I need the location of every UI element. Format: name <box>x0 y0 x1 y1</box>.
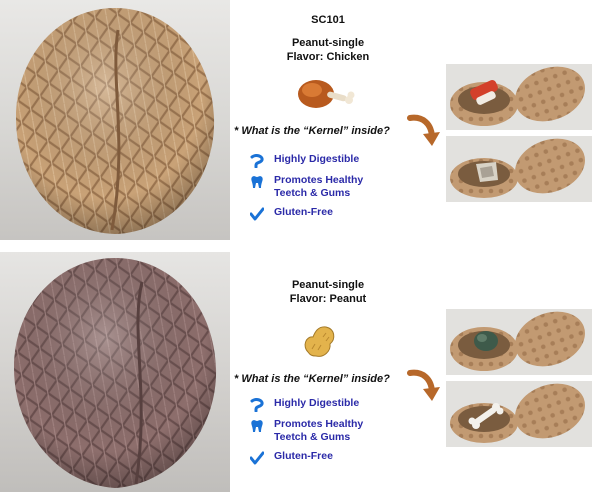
curved-arrow-icon <box>407 112 441 148</box>
kernel-question: * What is the “Kernel” inside? <box>234 373 390 385</box>
benefit-gluten-free: Gluten-Free <box>249 206 420 221</box>
benefit-text: Gluten-Free <box>274 206 333 218</box>
product-section-chicken: SC101 Peanut-single Flavor: Chicken * Wh… <box>0 0 600 240</box>
digestive-icon <box>250 154 264 169</box>
product-section-peanut: Peanut-single Flavor: Peanut * What is t… <box>0 252 600 492</box>
open-shell-photo-2 <box>446 136 592 202</box>
benefit-digestible: Highly Digestible <box>250 153 420 169</box>
benefit-line-2: Teetch & Gums <box>274 187 351 199</box>
checkmark-icon <box>249 451 265 465</box>
benefit-teeth: Promotes Healthy Teetch & Gums <box>250 418 420 444</box>
open-shell-photo-3 <box>446 309 592 375</box>
open-shell-photo-4 <box>446 381 592 447</box>
product-name: Peanut-single <box>291 37 365 49</box>
peanut-icon <box>300 322 340 362</box>
benefit-text: Gluten-Free <box>274 450 333 462</box>
product-code: SC101 <box>311 14 345 26</box>
chicken-leg-icon <box>292 72 356 112</box>
benefit-text: Highly Digestible <box>274 397 360 409</box>
checkmark-icon <box>249 207 265 221</box>
tooth-icon <box>250 419 264 433</box>
benefits-list: Highly Digestible Promotes Healthy Teetc… <box>249 397 420 471</box>
benefit-text: Promotes Healthy Teetch & Gums <box>274 174 363 200</box>
benefit-digestible: Highly Digestible <box>250 397 420 413</box>
product-flavor: Flavor: Chicken <box>286 51 370 63</box>
product-title-block: Peanut-single Flavor: Peanut <box>248 278 408 306</box>
benefit-line-1: Promotes Healthy <box>274 174 364 186</box>
inside-photos-chicken <box>446 64 592 208</box>
treat-photo-peanut <box>0 252 230 492</box>
product-flavor: Flavor: Peanut <box>289 293 367 305</box>
benefit-text: Promotes Healthy Teetch & Gums <box>274 418 363 444</box>
digestive-icon <box>250 398 264 413</box>
curved-arrow-icon <box>407 367 441 403</box>
kernel-question: * What is the “Kernel” inside? <box>234 125 390 137</box>
benefit-line-2: Teetch & Gums <box>274 431 351 443</box>
benefit-gluten-free: Gluten-Free <box>249 450 420 465</box>
product-name: Peanut-single <box>291 279 365 291</box>
benefit-teeth: Promotes Healthy Teetch & Gums <box>250 174 420 200</box>
tooth-icon <box>250 175 264 189</box>
benefit-line-1: Promotes Healthy <box>274 418 364 430</box>
open-shell-photo-1 <box>446 64 592 130</box>
product-title-block: SC101 Peanut-single Flavor: Chicken <box>248 14 408 64</box>
benefit-text: Highly Digestible <box>274 153 360 165</box>
benefits-list: Highly Digestible Promotes Healthy Teetc… <box>249 153 420 227</box>
inside-photos-peanut <box>446 309 592 453</box>
treat-photo-chicken <box>0 0 230 240</box>
